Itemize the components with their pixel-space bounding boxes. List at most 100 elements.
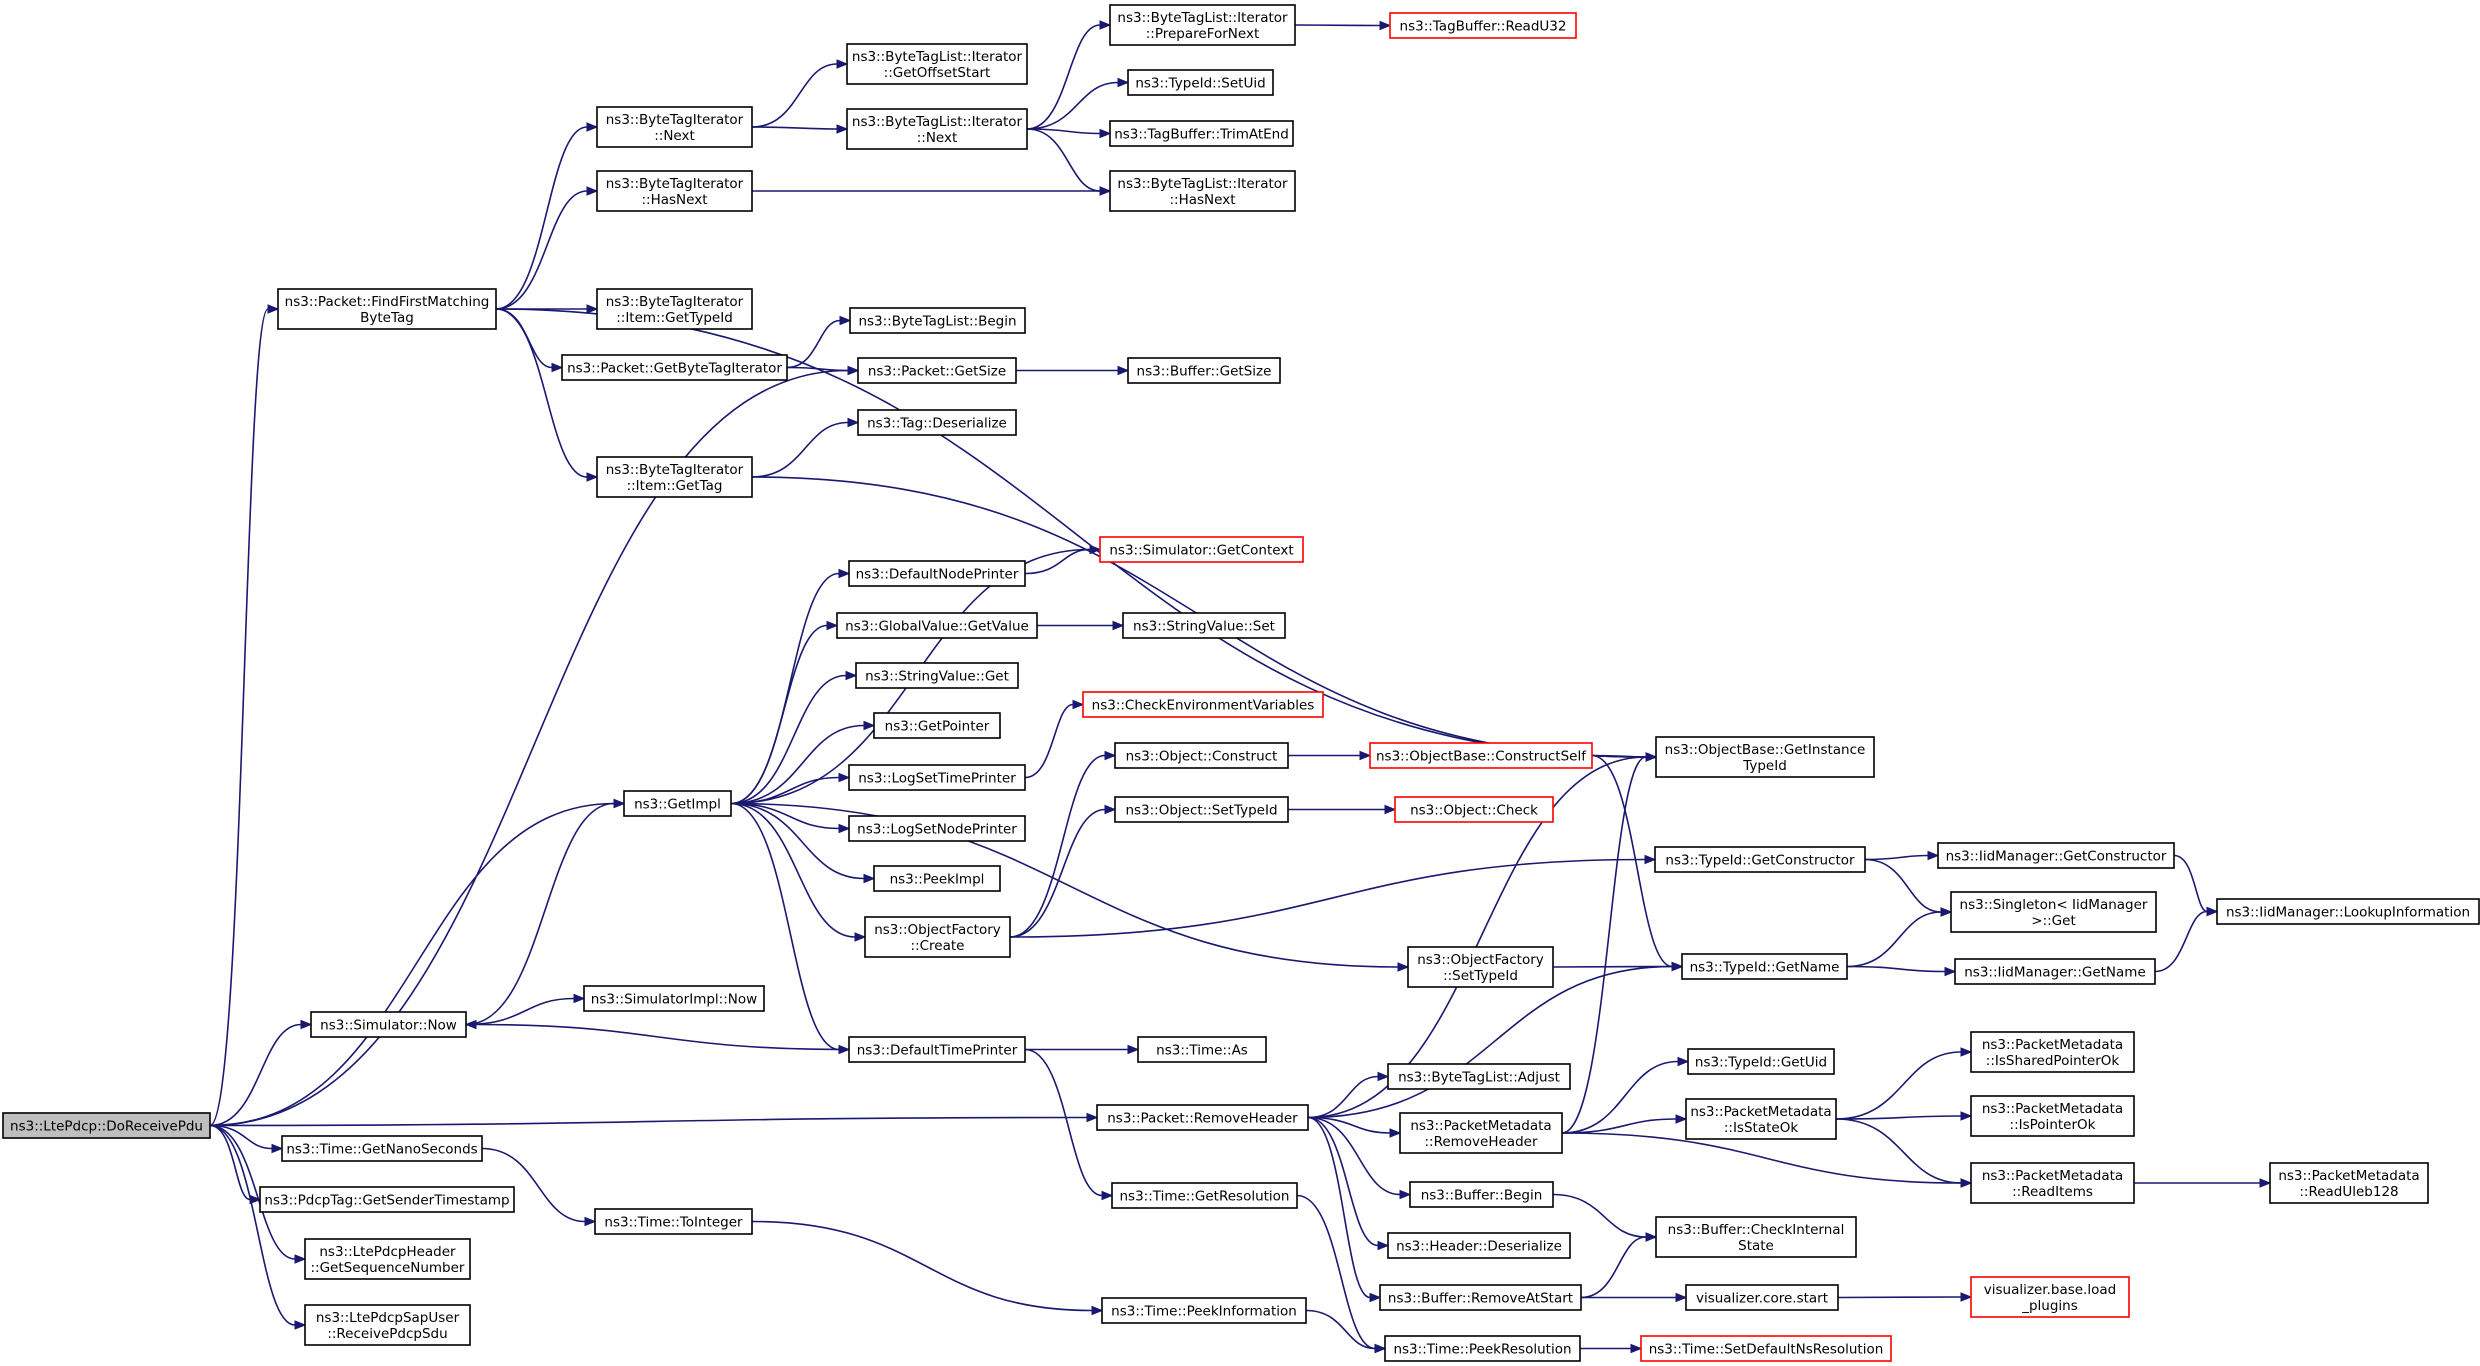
node-peek-impl[interactable]: ns3::PeekImpl [873,865,1001,892]
node-box [1109,170,1296,212]
edge-arrowhead [847,365,860,376]
node-buffer-get-size[interactable]: ns3::Buffer::GetSize [1127,357,1281,384]
node-object-set-type-id[interactable]: ns3::Object::SetTypeId [1114,796,1289,823]
node-header-deserialize[interactable]: ns3::Header::Deserialize [1387,1232,1571,1259]
node-label: State [1738,1238,1774,1254]
node-read-uleb128[interactable]: ns3::PacketMetadata::ReadUleb128 [2269,1162,2429,1204]
node-btl-begin[interactable]: ns3::ByteTagList::Begin [849,307,1026,334]
node-read-items[interactable]: ns3::PacketMetadata::ReadItems [1970,1162,2135,1204]
node-time-to-integer[interactable]: ns3::Time::ToInteger [594,1208,753,1235]
node-box [310,1011,467,1038]
node-get-context[interactable]: ns3::Simulator::GetContext [1099,536,1304,563]
node-buffer-begin[interactable]: ns3::Buffer::Begin [1409,1181,1554,1208]
node-string-value-set[interactable]: ns3::StringValue::Set [1122,612,1286,639]
node-read-u32[interactable]: ns3::TagBuffer::ReadU32 [1389,12,1577,39]
node-bti-next[interactable]: ns3::ByteTagIterator::Next [596,106,753,148]
node-log-set-node-printer[interactable]: ns3::LogSetNodePrinter [848,815,1026,842]
node-box [1114,796,1289,823]
node-get-sender-timestamp[interactable]: ns3::PdcpTag::GetSenderTimestamp [259,1186,515,1213]
edge-arrowhead [1671,961,1684,972]
edge-bti-next-to-get-offset-start [751,59,849,128]
node-get-byte-tag-iterator[interactable]: ns3::Packet::GetByteTagIterator [561,354,788,381]
node-string-value-get[interactable]: ns3::StringValue::Get [855,662,1019,689]
node-label: ns3::LogSetTimePrinter [858,771,1016,787]
edge-line [475,1023,850,1051]
node-set-uid[interactable]: ns3::TypeId::SetUid [1127,69,1274,96]
node-object-construct[interactable]: ns3::Object::Construct [1114,742,1289,769]
node-prepare-for-next[interactable]: ns3::ByteTagList::Iterator::PrepareForNe… [1109,4,1296,46]
node-iid-get-constructor[interactable]: ns3::IidManager::GetConstructor [1937,842,2175,869]
node-type-id-get-name[interactable]: ns3::TypeId::GetName [1681,953,1848,980]
node-label: ns3::PdcpTag::GetSenderTimestamp [264,1193,509,1209]
node-tag-deserialize[interactable]: ns3::Tag::Deserialize [857,409,1017,436]
node-root[interactable]: ns3::LtePdcp::DoReceivePdu [2,1112,211,1139]
node-get-offset-start[interactable]: ns3::ByteTagList::Iterator::GetOffsetSta… [846,43,1028,85]
node-global-get-value[interactable]: ns3::GlobalValue::GetValue [836,612,1038,639]
edge-root-to-receive-pdcp-sdu [209,1124,307,1330]
node-btli-has-next[interactable]: ns3::ByteTagList::Iterator::HasNext [1109,170,1296,212]
edge-arrowhead [863,720,876,731]
node-visualizer-start[interactable]: visualizer.core.start [1685,1284,1839,1311]
node-peek-information[interactable]: ns3::Time::PeekInformation [1101,1297,1307,1324]
node-label: ::IsPointerOk [2010,1117,2096,1133]
node-bti-has-next[interactable]: ns3::ByteTagIterator::HasNext [596,170,753,212]
node-box [849,307,1026,334]
node-btli-next[interactable]: ns3::ByteTagList::Iterator::Next [846,108,1028,150]
node-object-factory-set-type-id[interactable]: ns3::ObjectFactory::SetTypeId [1407,946,1554,988]
node-get-pointer[interactable]: ns3::GetPointer [873,712,1001,739]
node-label: ns3::ByteTagList::Iterator [852,114,1023,130]
node-simulator-now[interactable]: ns3::Simulator::Now [310,1011,467,1038]
node-item-get-type-id[interactable]: ns3::ByteTagIterator::Item::GetTypeId [596,288,753,330]
edge-line [209,802,615,1127]
node-label: ns3::Object::Construct [1126,749,1278,765]
node-object-factory-create[interactable]: ns3::ObjectFactory::Create [864,916,1011,958]
node-label: ns3::CheckEnvironmentVariables [1092,698,1315,714]
node-default-node-printer[interactable]: ns3::DefaultNodePrinter [848,560,1026,587]
node-btl-adjust[interactable]: ns3::ByteTagList::Adjust [1387,1063,1571,1090]
node-buffer-remove-at-start[interactable]: ns3::Buffer::RemoveAtStart [1379,1284,1582,1311]
node-label: ns3::GetImpl [634,797,721,813]
node-label: ns3::Packet::FindFirstMatching [285,294,490,310]
node-construct-self[interactable]: ns3::ObjectBase::ConstructSelf [1369,742,1593,769]
node-pm-remove-header[interactable]: ns3::PacketMetadata::RemoveHeader [1399,1112,1563,1154]
edge-packet-remove-header-to-buffer-begin [1307,1116,1412,1200]
node-get-impl[interactable]: ns3::GetImpl [623,790,732,817]
node-load-plugins[interactable]: visualizer.base.load_plugins [1970,1276,2130,1318]
node-packet-get-size[interactable]: ns3::Packet::GetSize [857,357,1017,384]
node-is-shared-pointer-ok[interactable]: ns3::PacketMetadata::IsSharedPointerOk [1970,1031,2135,1073]
node-get-nano-seconds[interactable]: ns3::Time::GetNanoSeconds [281,1135,483,1162]
node-lookup-information[interactable]: ns3::IidManager::LookupInformation [2216,898,2480,925]
node-peek-resolution[interactable]: ns3::Time::PeekResolution [1384,1335,1581,1362]
node-is-state-ok[interactable]: ns3::PacketMetadata::IsStateOk [1685,1098,1837,1140]
node-item-get-tag[interactable]: ns3::ByteTagIterator::Item::GetTag [596,456,753,498]
node-box [304,1304,471,1346]
node-sim-impl-now[interactable]: ns3::SimulatorImpl::Now [583,985,765,1012]
node-receive-pdcp-sdu[interactable]: ns3::LtePdcpSapUser::ReceivePdcpSdu [304,1304,471,1346]
node-type-id-get-uid[interactable]: ns3::TypeId::GetUid [1687,1048,1835,1075]
node-default-time-printer[interactable]: ns3::DefaultTimePrinter [848,1036,1026,1063]
node-label: ::GetOffsetStart [884,65,991,81]
node-get-resolution[interactable]: ns3::Time::GetResolution [1111,1182,1298,1209]
node-check-env[interactable]: ns3::CheckEnvironmentVariables [1082,691,1324,718]
node-type-id-get-constructor[interactable]: ns3::TypeId::GetConstructor [1654,846,1866,873]
node-time-as[interactable]: ns3::Time::As [1137,1036,1267,1063]
node-object-check[interactable]: ns3::Object::Check [1394,796,1554,823]
node-is-pointer-ok[interactable]: ns3::PacketMetadata::IsPointerOk [1970,1095,2135,1137]
edge-arrowhead [586,304,599,314]
node-box [2269,1162,2429,1204]
edge-prepare-for-next-to-read-u32 [1294,20,1392,31]
node-packet-remove-header[interactable]: ns3::Packet::RemoveHeader [1096,1104,1309,1131]
node-trim-at-end[interactable]: ns3::TagBuffer::TrimAtEnd [1109,120,1294,147]
edge-root-to-simulator-now [209,1019,313,1127]
node-singleton-get[interactable]: ns3::Singleton< IidManager>::Get [1950,891,2157,933]
node-log-set-time-printer[interactable]: ns3::LogSetTimePrinter [848,764,1026,791]
node-iid-get-name[interactable]: ns3::IidManager::GetName [1954,958,2156,985]
node-box [1101,1297,1307,1324]
node-get-sequence-number[interactable]: ns3::LtePdcpHeader::GetSequenceNumber [304,1238,471,1280]
node-box [836,612,1038,639]
node-set-default-ns-resolution[interactable]: ns3::Time::SetDefaultNsResolution [1640,1335,1892,1362]
edge-line [730,802,856,938]
